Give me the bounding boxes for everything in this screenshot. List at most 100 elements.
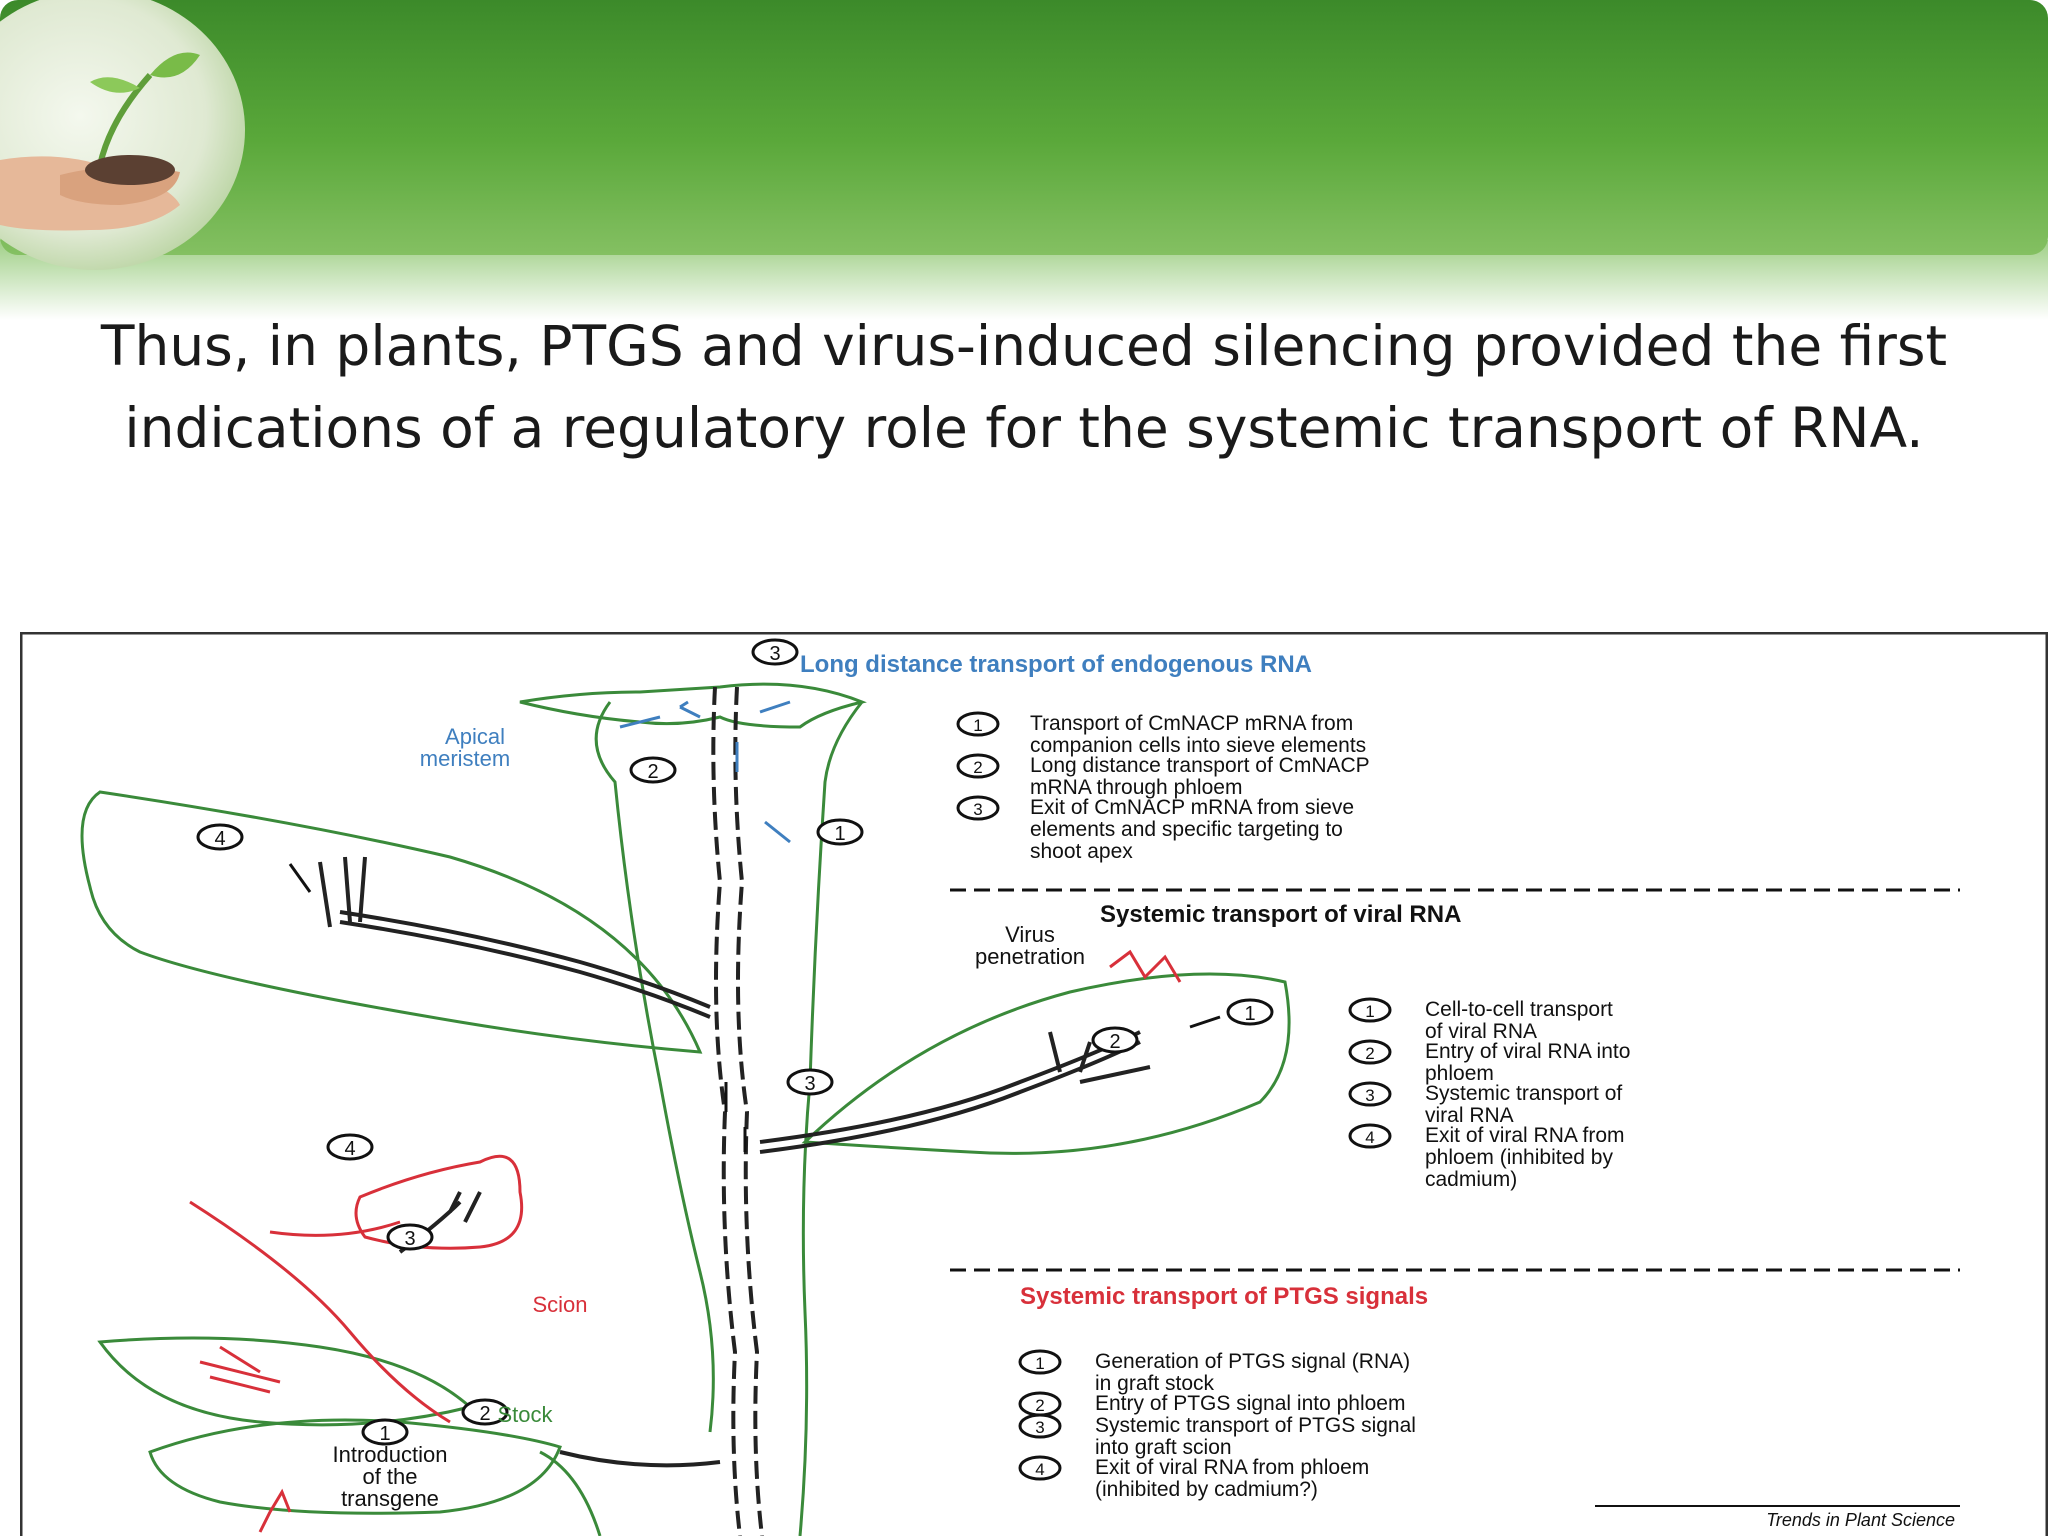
svg-text:Systemic transport of: Systemic transport of xyxy=(1425,1082,1622,1105)
stem-outline-left xyxy=(594,701,715,1433)
svg-text:3: 3 xyxy=(404,1228,415,1250)
label-of-the: of the xyxy=(362,1464,417,1489)
caption-line-1: Thus, in plants, PTGS and virus-induced … xyxy=(100,314,1948,378)
endogenous-legend: 1 Transport of CmNACP mRNA from companio… xyxy=(956,711,1370,863)
source-credit: Trends in Plant Science xyxy=(1766,1510,1955,1530)
phloem-left-leaf-2 xyxy=(339,920,711,1019)
section-endogenous-title: Long distance transport of endogenous RN… xyxy=(800,651,1312,678)
caption-line-2: indications of a regulatory role for the… xyxy=(124,396,1924,460)
plant-marker-3-scion: 3 xyxy=(386,1223,434,1251)
label-introduction: Introduction xyxy=(333,1442,448,1467)
svg-text:Cell-to-cell transport: Cell-to-cell transport xyxy=(1425,998,1613,1021)
phloem-stock xyxy=(559,1450,721,1468)
svg-text:3: 3 xyxy=(804,1073,815,1095)
svg-text:phloem (inhibited by: phloem (inhibited by xyxy=(1425,1146,1613,1169)
figure-frame xyxy=(20,632,2048,1536)
svg-text:Exit of viral RNA from: Exit of viral RNA from xyxy=(1425,1124,1625,1147)
plant-marker-4-scion: 4 xyxy=(326,1133,374,1161)
apex-arrow-side xyxy=(619,715,661,729)
svg-text:mRNA through phloem: mRNA through phloem xyxy=(1030,776,1242,799)
svg-text:Long distance transport of CmN: Long distance transport of CmNACP xyxy=(1030,754,1370,777)
svg-text:1: 1 xyxy=(834,823,845,845)
label-meristem: meristem xyxy=(420,746,510,771)
virus-zigzag xyxy=(1109,949,1182,983)
svg-text:in graft stock: in graft stock xyxy=(1095,1372,1215,1395)
label-apical: Apical xyxy=(445,724,505,749)
phloem-right-veins xyxy=(1048,1031,1151,1084)
svg-text:2: 2 xyxy=(647,761,658,783)
rna-transport-diagram: 3 2 1 4 3 1 2 4 3 1 2 Apical meristem xyxy=(20,632,2048,1536)
phloem-left-leaf xyxy=(339,910,711,1009)
ptgs-legend: 1 Generation of PTGS signal (RNA) in gra… xyxy=(1018,1349,1416,1501)
plant-marker-2-apex: 2 xyxy=(629,756,677,784)
svg-text:into graft scion: into graft scion xyxy=(1095,1436,1232,1459)
phloem-right-leaf-2 xyxy=(759,1040,1141,1154)
banner-band xyxy=(0,0,2048,255)
scion-lower-veins xyxy=(199,1345,281,1394)
transgene-arrow xyxy=(258,1488,292,1533)
right-leaf-outline xyxy=(801,972,1291,1155)
scion-stem-2 xyxy=(269,1220,401,1237)
viral-legend: 1 Cell-to-cell transport of viral RNA 2 … xyxy=(1348,997,1630,1191)
svg-text:1: 1 xyxy=(1365,1002,1374,1021)
svg-text:of viral RNA: of viral RNA xyxy=(1425,1020,1537,1043)
svg-text:Entry of PTGS signal into phlo: Entry of PTGS signal into phloem xyxy=(1095,1392,1405,1415)
svg-text:4: 4 xyxy=(214,828,225,850)
svg-text:1: 1 xyxy=(973,716,982,735)
section-viral-title: Systemic transport of viral RNA xyxy=(1100,901,1461,928)
svg-text:2: 2 xyxy=(479,1403,490,1425)
svg-text:4: 4 xyxy=(1365,1128,1374,1147)
plant-marker-2-right-leaf: 2 xyxy=(1091,1026,1139,1054)
label-transgene: transgene xyxy=(341,1486,439,1511)
svg-text:3: 3 xyxy=(1365,1086,1374,1105)
svg-text:4: 4 xyxy=(344,1138,355,1160)
phloem-main-right xyxy=(733,686,764,1536)
stock-leaf-outline xyxy=(148,1418,562,1515)
svg-text:viral RNA: viral RNA xyxy=(1425,1104,1514,1127)
scion-leaf-outline xyxy=(354,1154,524,1250)
svg-text:3: 3 xyxy=(769,643,780,665)
svg-text:Generation of PTGS signal (RNA: Generation of PTGS signal (RNA) xyxy=(1095,1350,1410,1373)
label-virus: Virus xyxy=(1005,922,1055,947)
svg-text:companion cells into sieve ele: companion cells into sieve elements xyxy=(1030,734,1366,757)
plant-marker-1-stock: 1 xyxy=(361,1418,409,1446)
plant-marker-3-apex: 3 xyxy=(751,638,799,666)
svg-text:shoot apex: shoot apex xyxy=(1030,840,1133,863)
svg-text:Transport of CmNACP mRNA from: Transport of CmNACP mRNA from xyxy=(1030,712,1353,735)
plant-marker-2-stock: 2 xyxy=(461,1398,509,1426)
plant-marker-4-left-leaf: 4 xyxy=(196,823,244,851)
left-leaf-outline xyxy=(80,790,703,1054)
svg-text:Systemic transport of PTGS sig: Systemic transport of PTGS signal xyxy=(1095,1414,1416,1437)
svg-text:Entry of viral RNA into: Entry of viral RNA into xyxy=(1425,1040,1630,1063)
label-stock: Stock xyxy=(497,1402,553,1427)
slide-caption: Thus, in plants, PTGS and virus-induced … xyxy=(0,305,2048,469)
label-penetration: penetration xyxy=(975,944,1085,969)
companion-arrow xyxy=(764,820,791,844)
scion-stem xyxy=(189,1200,451,1424)
svg-text:2: 2 xyxy=(973,758,982,777)
phloem-left-veins xyxy=(318,856,367,928)
apex-arrow-right xyxy=(759,700,791,714)
leaf-exit-arrow xyxy=(288,863,312,893)
svg-text:4: 4 xyxy=(1035,1460,1044,1479)
plant-marker-1-apex: 1 xyxy=(816,818,864,846)
svg-text:Exit of viral RNA from phloem: Exit of viral RNA from phloem xyxy=(1095,1456,1369,1479)
header-banner xyxy=(0,0,2048,320)
apex-arrow-left xyxy=(679,700,701,719)
virus-entry-arrow xyxy=(1189,1015,1221,1029)
svg-text:3: 3 xyxy=(1035,1418,1044,1437)
svg-text:(inhibited by cadmium?): (inhibited by cadmium?) xyxy=(1095,1478,1318,1501)
svg-text:cadmium): cadmium) xyxy=(1425,1168,1517,1191)
svg-text:1: 1 xyxy=(1035,1354,1044,1373)
plant-marker-1-right-leaf: 1 xyxy=(1226,998,1274,1026)
svg-text:2: 2 xyxy=(1365,1044,1374,1063)
svg-text:elements and specific targetin: elements and specific targeting to xyxy=(1030,818,1343,841)
svg-text:1: 1 xyxy=(379,1423,390,1445)
svg-text:Exit of CmNACP mRNA from sieve: Exit of CmNACP mRNA from sieve xyxy=(1030,796,1354,819)
plant-marker-3-stem: 3 xyxy=(786,1068,834,1096)
svg-text:2: 2 xyxy=(1035,1396,1044,1415)
svg-text:3: 3 xyxy=(973,800,982,819)
label-scion: Scion xyxy=(532,1292,587,1317)
svg-text:phloem: phloem xyxy=(1425,1062,1494,1085)
svg-text:2: 2 xyxy=(1109,1031,1120,1053)
